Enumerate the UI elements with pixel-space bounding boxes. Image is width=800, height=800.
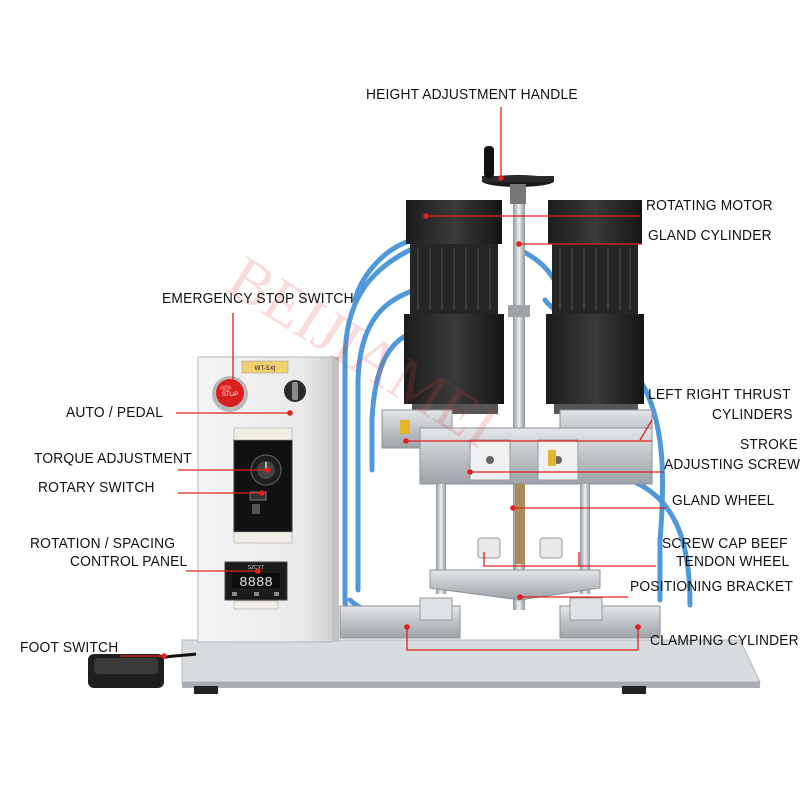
height-adjustment-handle[interactable] [482,146,554,204]
label-torque-adjustment: TORQUE ADJUSTMENT [34,450,192,467]
svg-text:WT-SXJ: WT-SXJ [255,365,276,372]
label-thrust-cylinders: CYLINDERS [712,406,793,423]
auto-pedal-selector[interactable] [284,380,306,402]
leader-lines [120,107,666,657]
label-height-adjustment-handle: HEIGHT ADJUSTMENT HANDLE [366,86,578,103]
label-screw-cap-beef: SCREW CAP BEEF [662,535,788,552]
positioning-bracket [429,569,601,601]
label-rotation-spacing: ROTATION / SPACING [30,535,176,552]
torque-controller [233,427,293,544]
panel-button-3[interactable] [274,592,279,596]
label-left-right-thrust: LEFT RIGHT THRUST [648,386,791,403]
label-emergency-stop-switch: EMERGENCY STOP SWITCH [162,290,354,307]
label-rotary-switch: ROTARY SWITCH [38,479,155,496]
label-foot-switch: FOOT SWITCH [20,639,119,656]
leader-dots [161,175,641,659]
label-positioning-bracket: POSITIONING BRACKET [630,578,793,595]
rotating-motor-right [546,200,644,414]
label-rotating-motor: ROTATING MOTOR [646,197,773,214]
label-clamping-cylinder: CLAMPING CYLINDER [650,632,799,649]
foot-switch[interactable] [88,652,197,688]
guide-rods [436,484,590,594]
label-gland-cylinder: GLAND CYLINDER [648,227,772,244]
label-adjusting-screw: ADJUSTING SCREW [664,456,800,473]
label-gland-wheel: GLAND WHEEL [672,492,775,509]
control-panel-display: SZCYT 8888 [224,561,288,610]
panel-button-1[interactable] [232,592,237,596]
clamping-cylinders [339,597,661,639]
label-auto-pedal: AUTO / PEDAL [66,404,164,421]
emergency-stop-button[interactable]: STOP [212,376,248,412]
display-brand: SZCYT [248,565,264,571]
rotary-switch[interactable] [249,491,267,501]
stop-button-text: STOP [222,392,238,398]
display-digits: 8888 [239,575,273,591]
thrust-cylinders [381,409,653,485]
panel-button-2[interactable] [254,592,259,596]
label-stroke: STROKE [740,436,798,453]
label-control-panel: CONTROL PANEL [70,553,188,570]
rotating-motor-left [404,200,504,414]
label-tendon-wheel: TENDON WHEEL [676,553,790,570]
